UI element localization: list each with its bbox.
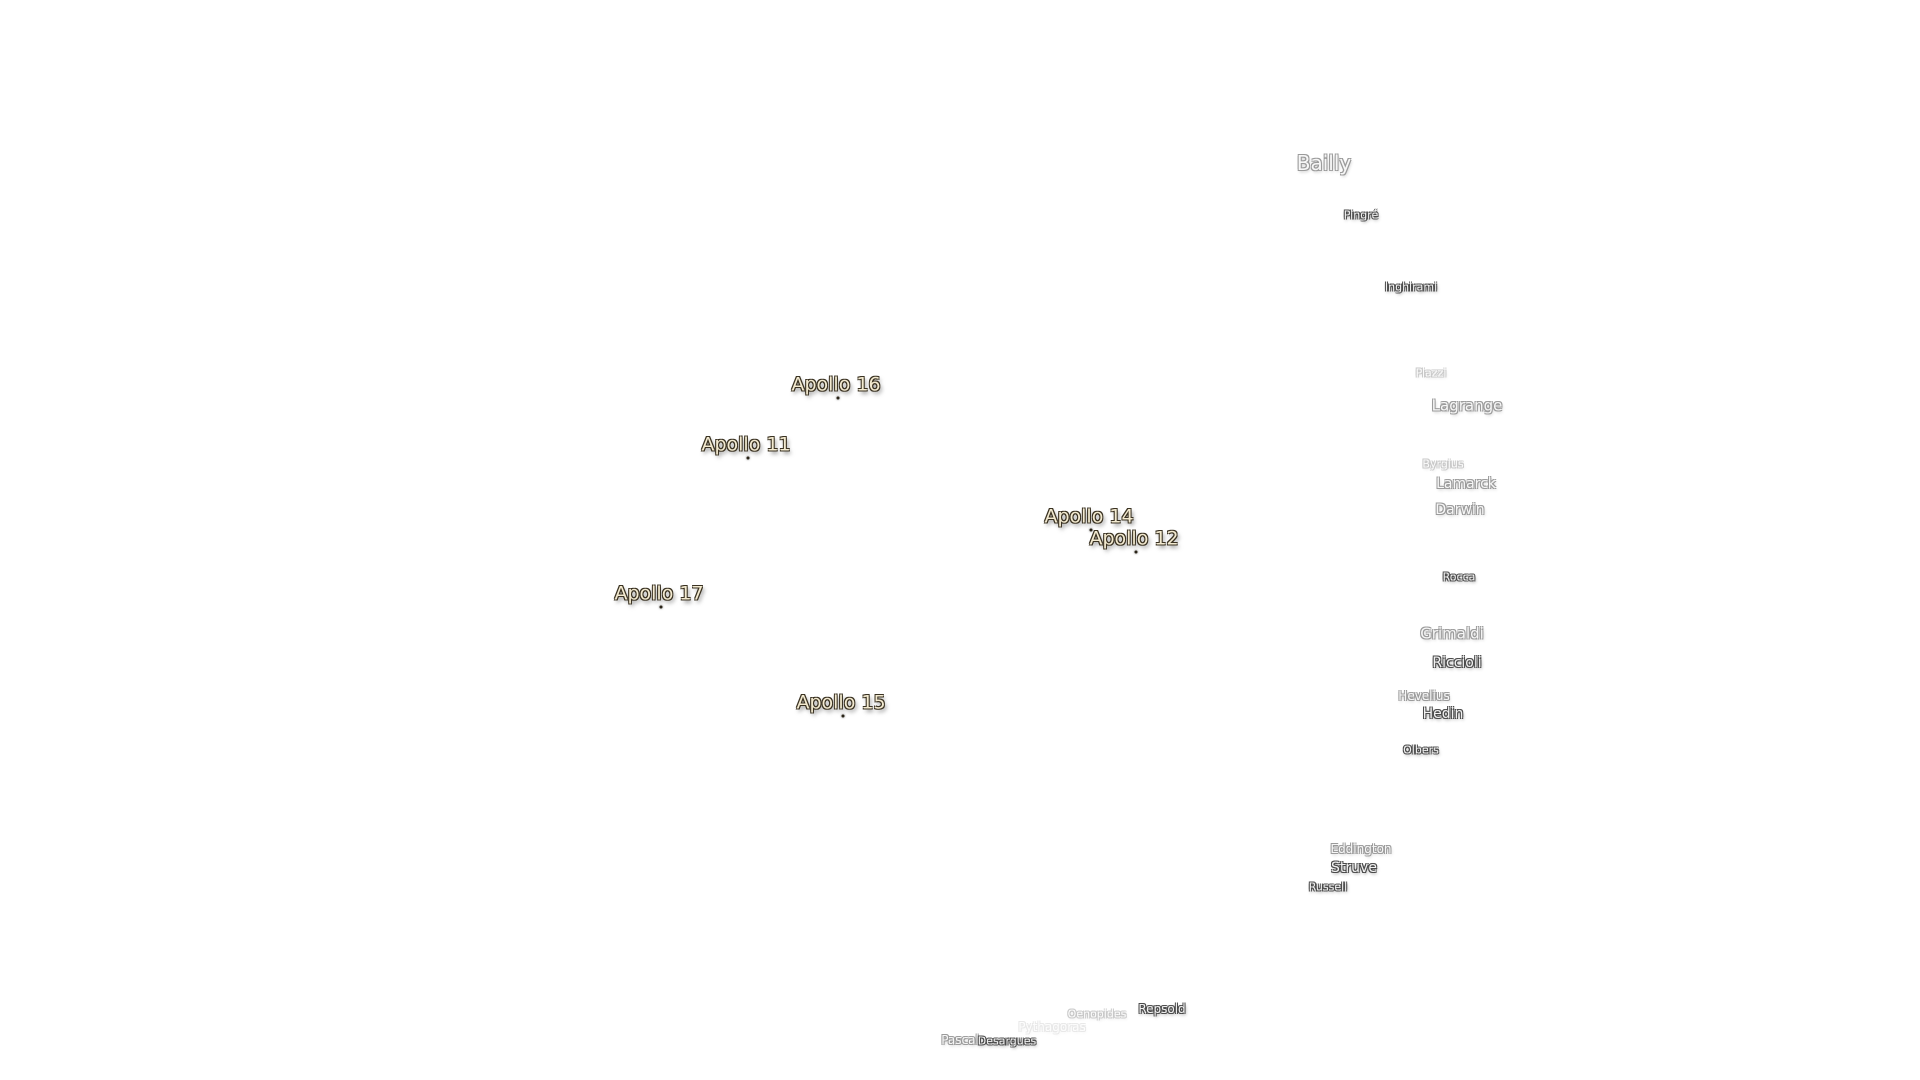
crater-label-bailly[interactable]: Bailly: [1296, 151, 1352, 175]
crater-label-hedin[interactable]: Hedin: [1422, 706, 1464, 722]
apollo-14-marker[interactable]: [1089, 528, 1093, 532]
crater-label-riccioli[interactable]: Riccioli: [1432, 655, 1482, 671]
apollo-12-marker[interactable]: [1134, 550, 1138, 554]
crater-label-pythagoras[interactable]: Pythagoras: [1018, 1020, 1086, 1034]
crater-label-russell[interactable]: Russell: [1308, 880, 1348, 894]
crater-label-byrgius[interactable]: Byrgius: [1422, 457, 1464, 471]
crater-label-grimaldi[interactable]: Grimaldi: [1420, 624, 1484, 643]
crater-label-pingre[interactable]: Pingré: [1343, 208, 1379, 222]
crater-label-eddington[interactable]: Eddington: [1330, 842, 1392, 856]
apollo-12-label[interactable]: Apollo 12: [1089, 527, 1179, 550]
apollo-14-label[interactable]: Apollo 14: [1044, 505, 1134, 528]
crater-label-darwin[interactable]: Darwin: [1435, 502, 1485, 518]
crater-label-olbers[interactable]: Olbers: [1403, 743, 1439, 757]
crater-label-lagrange[interactable]: Lagrange: [1431, 396, 1503, 415]
crater-label-rocca[interactable]: Rocca: [1442, 570, 1476, 584]
crater-label-piazzi[interactable]: Piazzi: [1415, 366, 1447, 380]
crater-label-desargues[interactable]: Desargues: [977, 1034, 1037, 1048]
apollo-16-label[interactable]: Apollo 16: [791, 373, 881, 396]
crater-label-struve[interactable]: Struve: [1331, 860, 1377, 876]
crater-label-lamarck[interactable]: Lamarck: [1436, 476, 1496, 492]
apollo-11-marker[interactable]: [746, 456, 750, 460]
crater-label-inghirami[interactable]: Inghirami: [1384, 280, 1438, 294]
apollo-11-label[interactable]: Apollo 11: [701, 433, 791, 456]
apollo-15-label[interactable]: Apollo 15: [796, 691, 886, 714]
crater-label-hevelius[interactable]: Hevelius: [1398, 689, 1450, 703]
apollo-16-marker[interactable]: [836, 396, 840, 400]
crater-label-pascal[interactable]: Pascal: [941, 1033, 979, 1047]
crater-label-oenopides[interactable]: Oenopides: [1067, 1007, 1127, 1021]
apollo-17-label[interactable]: Apollo 17: [614, 582, 704, 605]
apollo-17-marker[interactable]: [659, 605, 663, 609]
apollo-15-marker[interactable]: [841, 714, 845, 718]
crater-label-repsold[interactable]: Repsold: [1138, 1002, 1186, 1016]
